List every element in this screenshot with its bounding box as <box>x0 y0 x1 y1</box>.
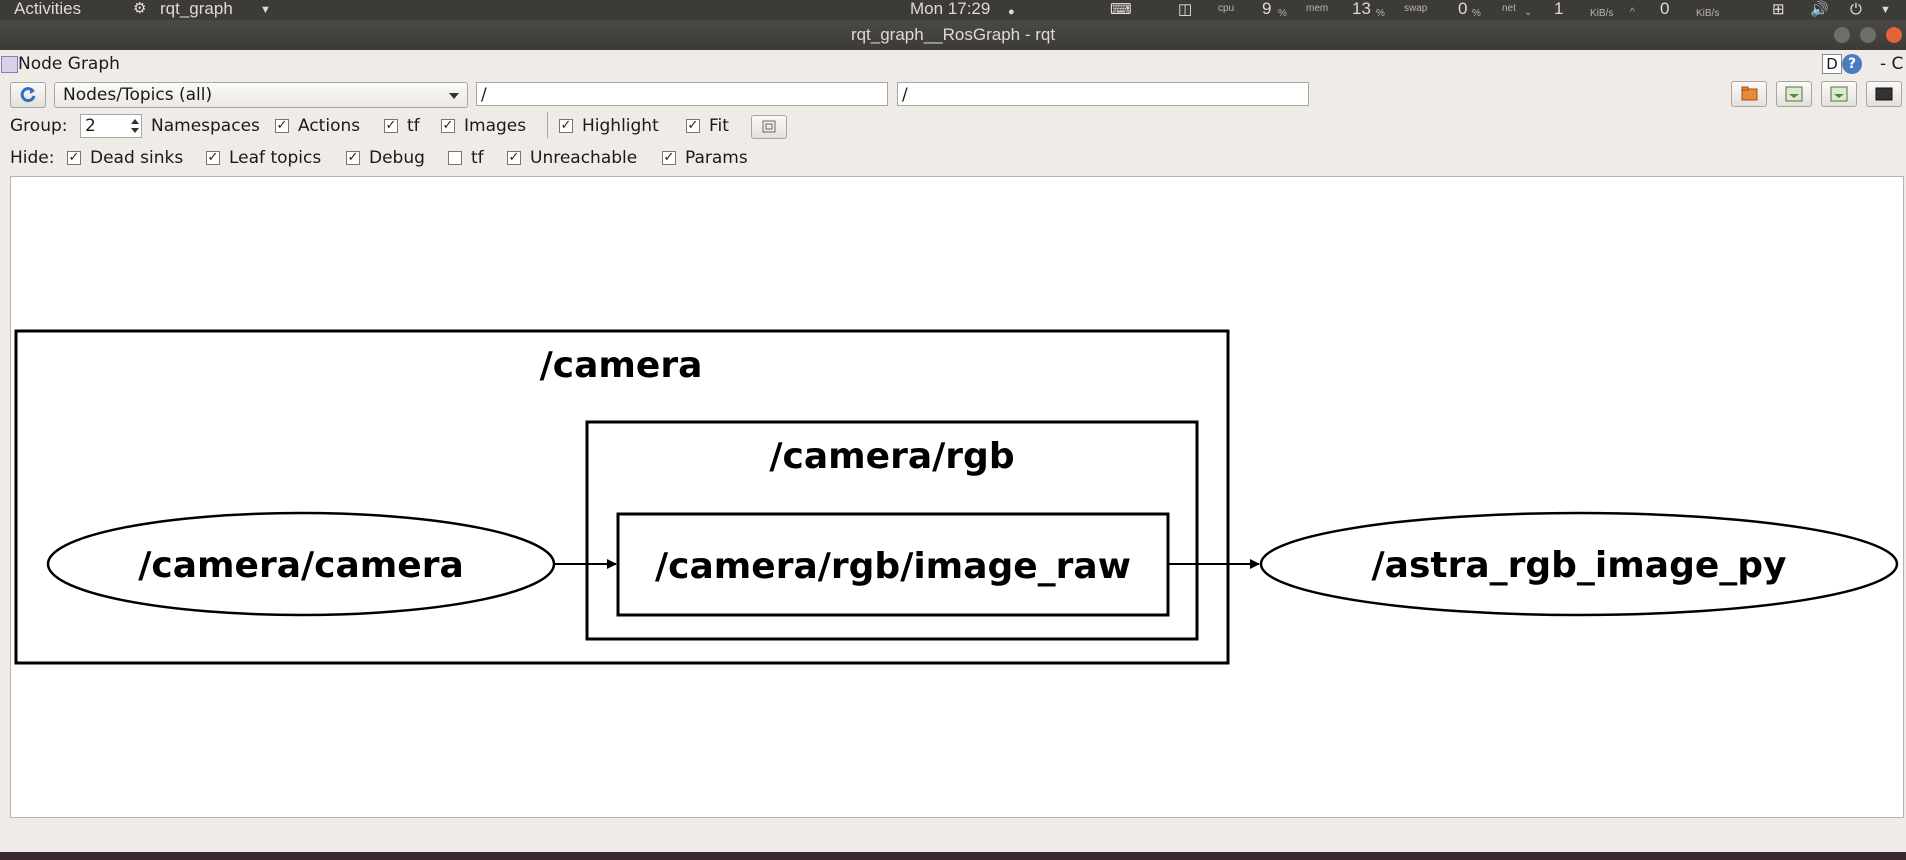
save-image-button[interactable] <box>1866 81 1902 107</box>
maximize-button[interactable] <box>1860 27 1876 43</box>
network-icon[interactable]: ⊞ <box>1772 1 1785 18</box>
net-up-unit: KiB/s <box>1696 8 1720 19</box>
node-astra-rgb-image-py[interactable] <box>1259 511 1899 617</box>
tf-label: tf <box>407 116 420 136</box>
dead-sinks-checkbox[interactable]: ✓ <box>67 150 81 165</box>
window-title: rqt_graph__RosGraph - rqt <box>850 25 1056 44</box>
net-down-unit: KiB/s <box>1590 8 1614 19</box>
mem-value: 13 <box>1352 0 1371 18</box>
folder-open-icon <box>1741 86 1758 101</box>
window-title-bar[interactable]: rqt_graph__RosGraph - rqt <box>0 20 1906 50</box>
params-checkbox[interactable]: ✓ <box>662 150 676 165</box>
save-dot-button[interactable] <box>1776 81 1812 107</box>
params-label: Params <box>685 148 748 168</box>
save-image-icon <box>1785 86 1803 102</box>
net-up-arrow-icon: ^ <box>1630 7 1635 18</box>
save-image-icon <box>1830 86 1848 102</box>
activities-button[interactable]: Activities <box>14 0 82 18</box>
group-value: 2 <box>85 116 96 136</box>
net-label: net <box>1502 3 1516 14</box>
notification-dot-icon: ● <box>1008 6 1015 18</box>
actions-label: Actions <box>298 116 361 136</box>
power-icon[interactable]: ⏻ <box>1850 1 1862 18</box>
hide-tf-label: tf <box>471 148 484 168</box>
leaf-topics-checkbox[interactable]: ✓ <box>206 150 220 165</box>
mem-label: mem <box>1306 3 1329 14</box>
dock-toggle-button[interactable]: D <box>1822 54 1842 74</box>
namespaces-checkbox[interactable]: ✓ <box>275 118 289 133</box>
app-menu-chevron-icon[interactable]: ▼ <box>260 4 271 16</box>
system-top-bar: Activities ⚙ rqt_graph ▼ Mon 17:29 ● ⌨ ◫… <box>0 0 1906 20</box>
help-button[interactable]: ? <box>1842 54 1862 74</box>
panel-close-button[interactable]: - C <box>1880 54 1904 74</box>
save-svg-button[interactable] <box>1821 81 1857 107</box>
system-monitor-icon[interactable]: ◫ <box>1178 1 1193 18</box>
panel-header: Node Graph D ? - C <box>0 52 1906 76</box>
swap-label: swap <box>1404 3 1428 14</box>
app-menu-button[interactable]: rqt_graph <box>160 0 233 18</box>
net-down-arrow-icon: ⌄ <box>1524 7 1533 18</box>
highlight-label: Highlight <box>582 116 659 136</box>
cpu-value: 9 <box>1262 0 1272 18</box>
debug-label: Debug <box>369 148 425 168</box>
volume-icon[interactable]: 🔊 <box>1810 1 1829 18</box>
images-checkbox[interactable]: ✓ <box>441 118 455 133</box>
cpu-unit: % <box>1278 8 1287 19</box>
refresh-button[interactable] <box>10 82 46 108</box>
screen-image-icon <box>1875 87 1893 101</box>
clock[interactable]: Mon 17:29 <box>910 0 991 18</box>
app-icon: ⚙ <box>133 0 147 17</box>
graph-mode-select[interactable]: Nodes/Topics (all) <box>54 82 468 108</box>
namespaces-label: Namespaces <box>151 116 260 136</box>
system-menu-chevron-icon[interactable]: ▼ <box>1880 4 1891 16</box>
dead-sinks-label: Dead sinks <box>90 148 184 168</box>
namespace-label-camera-rgb: /camera/rgb <box>769 436 1014 477</box>
highlight-checkbox[interactable]: ✓ <box>559 118 573 133</box>
node-graph-plugin-icon <box>1 56 18 73</box>
debug-checkbox[interactable]: ✓ <box>346 150 360 165</box>
namespace-cluster-camera <box>14 329 1230 665</box>
namespace-cluster-camera-rgb <box>585 420 1199 641</box>
fit-checkbox[interactable]: ✓ <box>686 118 700 133</box>
hide-label: Hide: <box>10 148 55 168</box>
node-label-camera-camera: /camera/camera <box>138 545 464 586</box>
fit-view-icon <box>762 120 776 133</box>
mem-unit: % <box>1376 8 1385 19</box>
node-label-astra-rgb-image-py: /astra_rgb_image_py <box>1372 545 1787 586</box>
panel-title: Node Graph <box>18 54 120 74</box>
taskbar-edge <box>0 852 1906 860</box>
group-label: Group: <box>10 116 68 136</box>
group-spinbox[interactable]: 2 <box>80 114 142 138</box>
net-down-value: 1 <box>1554 0 1564 18</box>
node-filter-input[interactable]: / <box>476 82 888 106</box>
chevron-down-icon <box>449 93 459 99</box>
swap-unit: % <box>1472 8 1481 19</box>
load-dot-button[interactable] <box>1731 81 1767 107</box>
spin-down-icon[interactable] <box>131 128 139 133</box>
leaf-topics-label: Leaf topics <box>229 148 322 168</box>
topic-filter-input[interactable]: / <box>897 82 1309 106</box>
unreachable-label: Unreachable <box>530 148 638 168</box>
hide-tf-checkbox[interactable] <box>448 151 462 165</box>
fit-in-view-button[interactable] <box>751 115 787 139</box>
net-up-value: 0 <box>1660 0 1670 18</box>
spin-up-icon[interactable] <box>131 119 139 124</box>
unreachable-checkbox[interactable]: ✓ <box>507 150 521 165</box>
cpu-label: cpu <box>1218 3 1235 14</box>
namespace-label-camera: /camera <box>540 345 703 386</box>
topic-label-image-raw: /camera/rgb/image_raw <box>655 546 1131 587</box>
ros-graph[interactable]: /camera /camera/rgb /camera/rgb/image_ra… <box>11 177 1903 817</box>
close-button[interactable] <box>1886 27 1902 43</box>
images-label: Images <box>464 116 527 136</box>
tf-checkbox[interactable]: ✓ <box>384 118 398 133</box>
graph-mode-value: Nodes/Topics (all) <box>63 85 213 105</box>
minimize-button[interactable] <box>1834 27 1850 43</box>
fit-label: Fit <box>709 116 729 136</box>
refresh-icon <box>20 87 36 103</box>
keyboard-icon[interactable]: ⌨ <box>1110 1 1132 18</box>
graph-canvas[interactable]: /camera /camera/rgb /camera/rgb/image_ra… <box>10 176 1904 818</box>
separator <box>547 112 548 138</box>
swap-value: 0 <box>1458 0 1468 18</box>
